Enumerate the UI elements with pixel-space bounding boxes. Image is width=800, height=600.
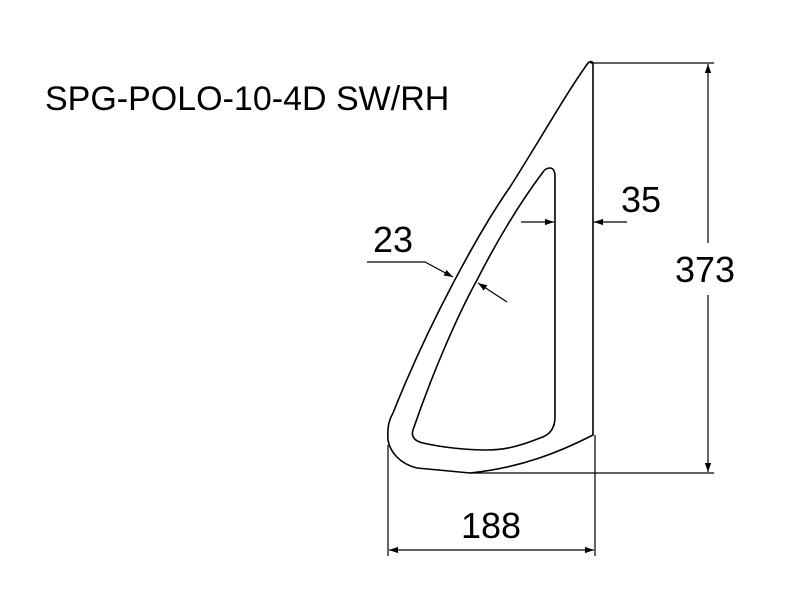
frame-edge-dimension: 23 [367,219,508,303]
drawing-title: SPG-POLO-10-4D SW/RH [45,80,449,118]
outer-profile [387,60,594,474]
height-dimension: 373 [470,62,735,474]
width-value: 188 [461,505,521,546]
width-dimension: 188 [387,435,596,556]
frame-side-value: 35 [621,179,661,220]
frame-side-dimension: 35 [521,179,661,226]
inner-opening [411,167,556,451]
height-value: 373 [675,249,735,290]
frame-edge-value: 23 [373,219,413,260]
